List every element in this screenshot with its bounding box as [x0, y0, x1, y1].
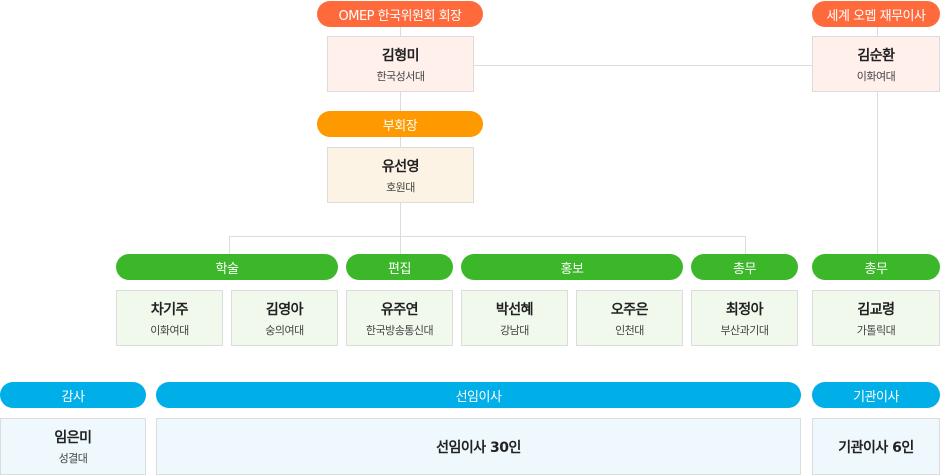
count: 기관이사 6인 [838, 439, 914, 456]
name: 임은미 [54, 430, 92, 446]
count: 선임이사 30인 [436, 439, 521, 456]
institutional-directors-label: 기관이사 [812, 382, 940, 408]
affiliation: 인천대 [615, 323, 644, 337]
name: 박선혜 [495, 301, 534, 318]
connector [877, 27, 878, 254]
dept-academic-label: 학술 [116, 254, 338, 280]
affiliation: 호원대 [386, 180, 415, 194]
dept-general-label: 총무 [691, 254, 798, 280]
affiliation: 한국성서대 [376, 69, 425, 83]
affiliation: 부산과기대 [720, 323, 769, 337]
vice-president-label: 부회장 [317, 111, 483, 137]
name: 김순환 [857, 47, 895, 64]
name: 김교령 [857, 301, 895, 318]
institutional-directors-card: 기관이사 6인 [812, 418, 940, 475]
dept-pr-label: 홍보 [461, 254, 683, 280]
world-treasurer-label: 세계 오멥 재무이사 [812, 1, 940, 27]
name: 차기주 [150, 301, 189, 318]
connector [745, 236, 746, 254]
affiliation: 성결대 [58, 452, 88, 465]
name: 유선영 [381, 158, 420, 175]
affiliation: 숭의여대 [265, 323, 304, 337]
dept-editing-label: 편집 [346, 254, 453, 280]
connector [229, 236, 746, 237]
name: 김영아 [265, 301, 304, 318]
affiliation: 강남대 [500, 323, 529, 337]
elected-directors-card: 선임이사 30인 [156, 418, 801, 475]
elected-directors-label: 선임이사 [156, 382, 801, 408]
connector [229, 236, 230, 254]
affiliation: 이화여대 [150, 323, 189, 337]
affiliation: 가톨릭대 [856, 323, 896, 337]
name: 오주은 [610, 301, 649, 318]
affiliation: 한국방송통신대 [365, 323, 434, 337]
name: 최정아 [725, 301, 764, 318]
connector [474, 65, 812, 66]
president-label: OMEP 한국위원회 회장 [317, 1, 483, 27]
name: 유주연 [380, 301, 419, 318]
dept-general-2-label: 총무 [812, 254, 940, 280]
name: 김형미 [381, 47, 420, 64]
affiliation: 이화여대 [856, 69, 896, 83]
auditor-label: 감사 [0, 382, 146, 408]
